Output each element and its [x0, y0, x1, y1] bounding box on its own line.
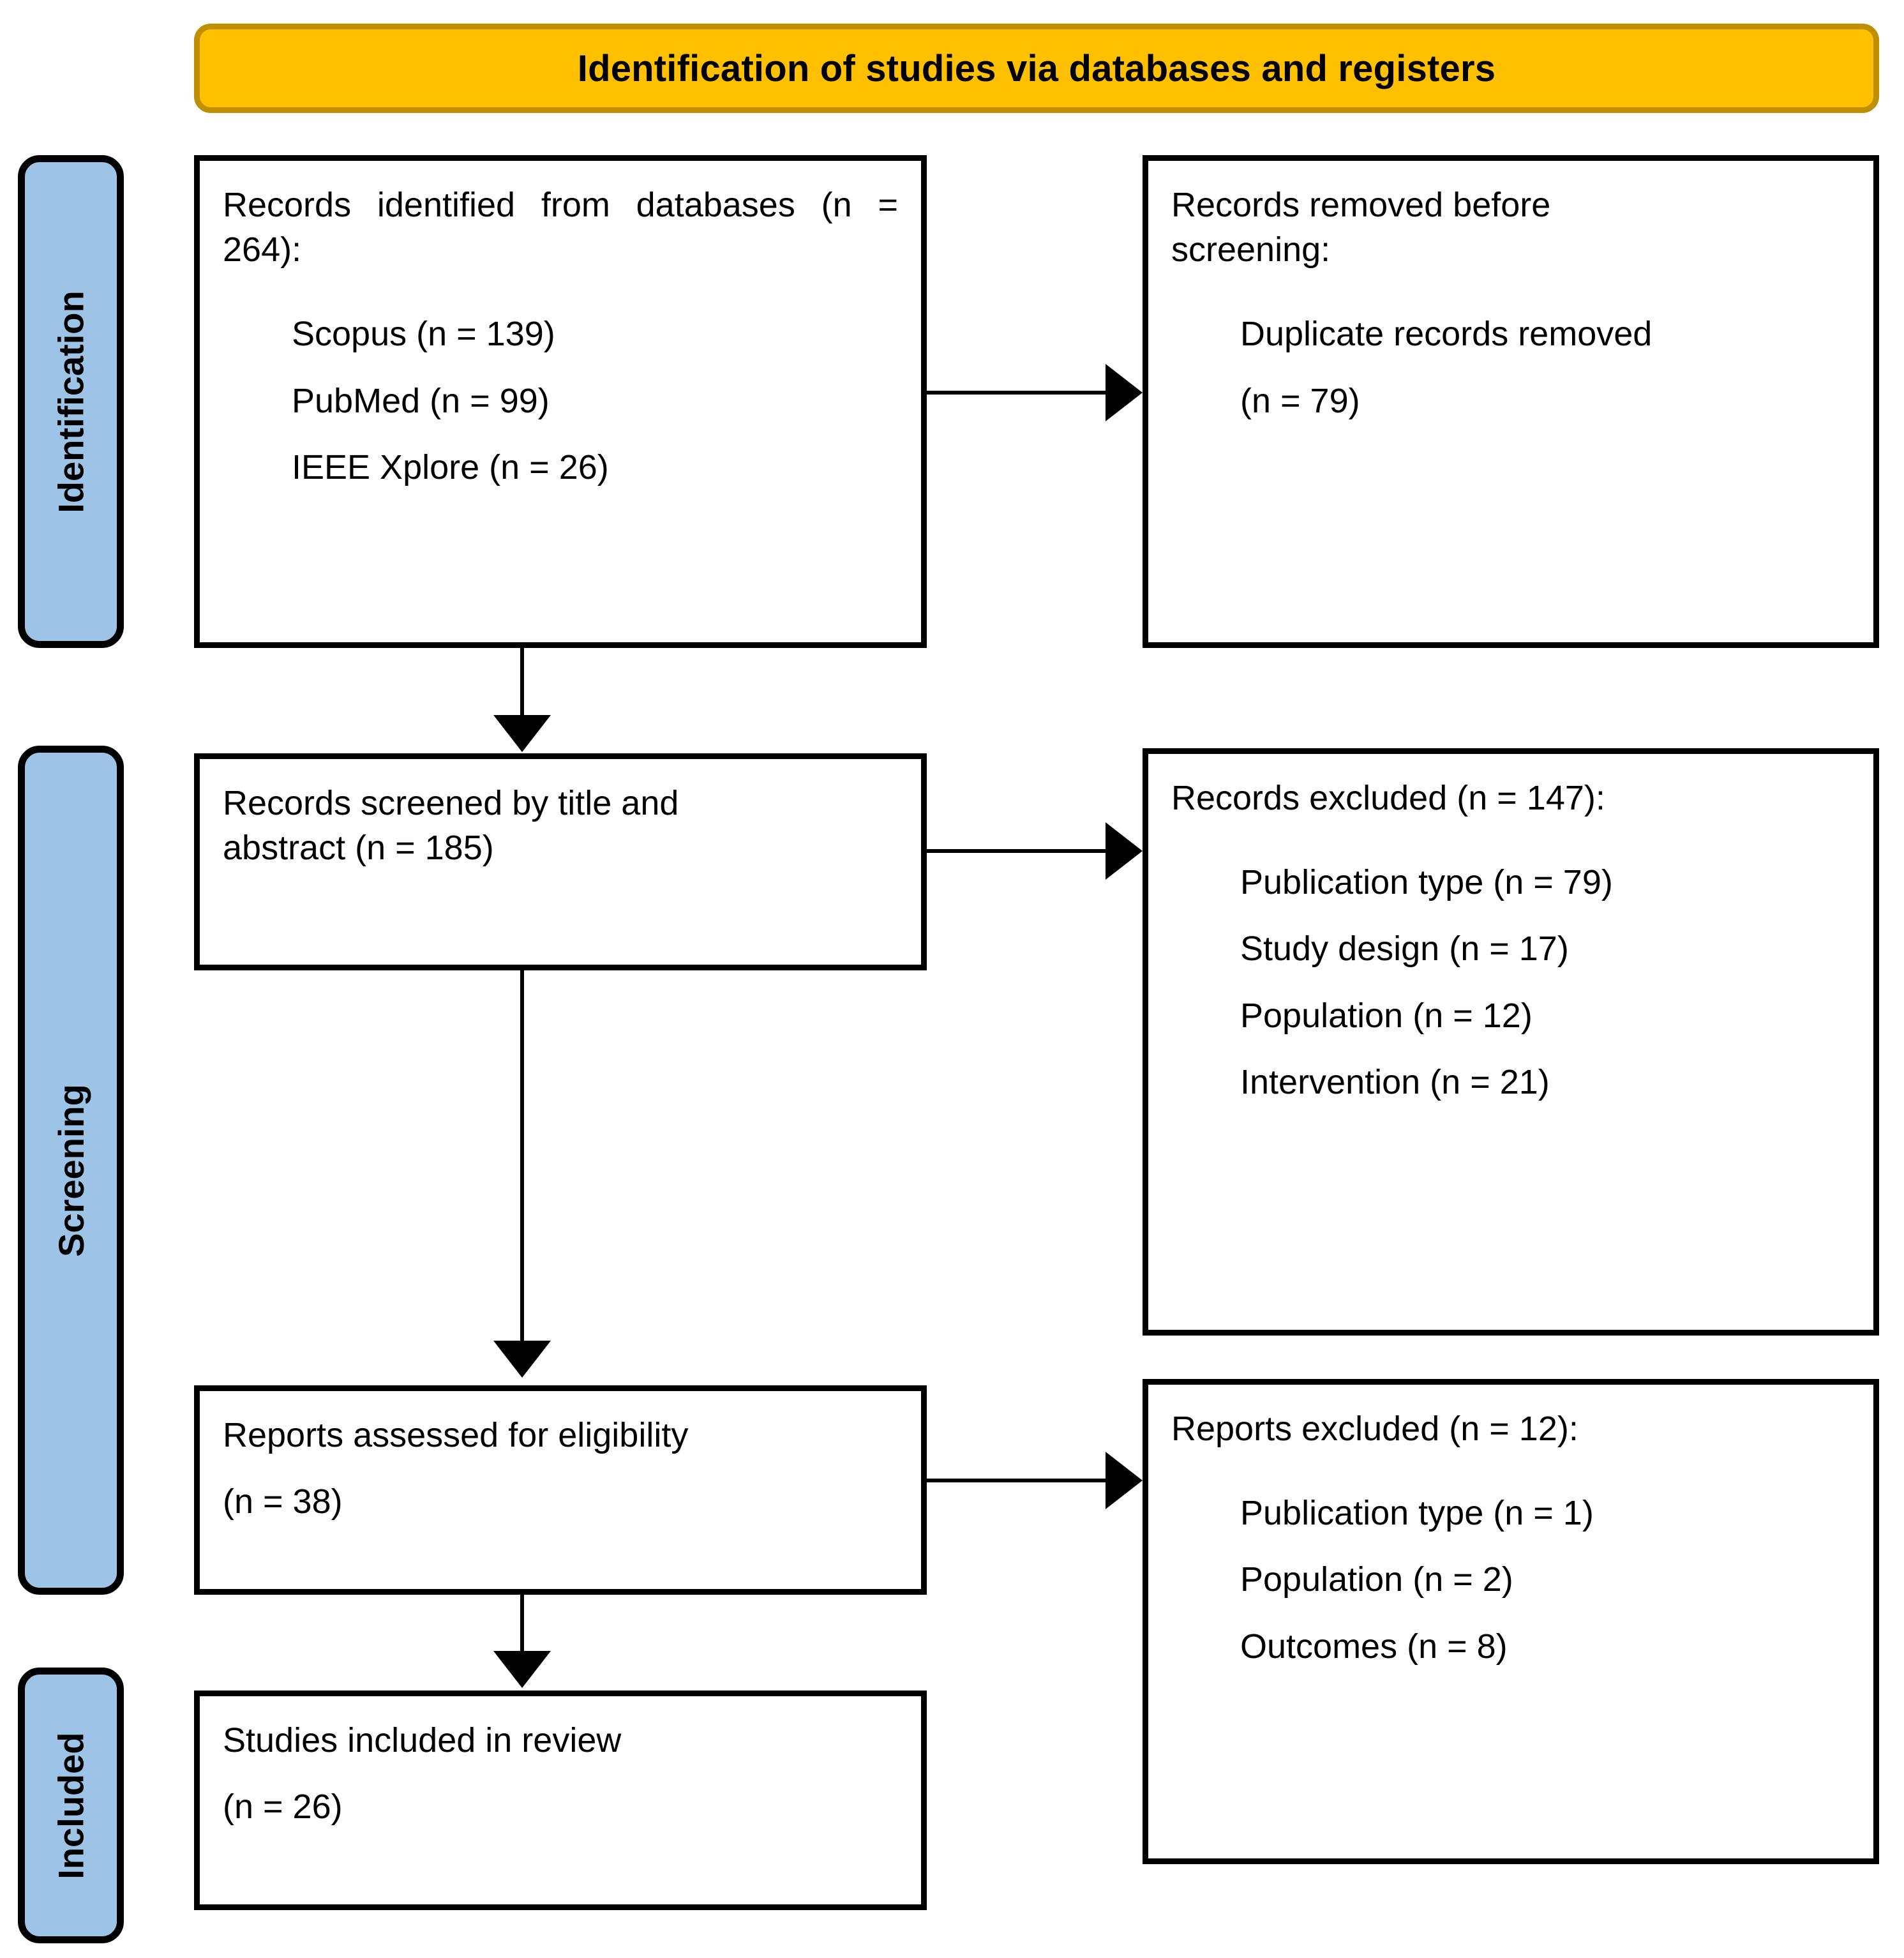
arrow-right-icon-identified-to-removed	[1106, 364, 1143, 421]
records-excluded-heading: Records excluded (n = 147):	[1171, 779, 1605, 817]
reports-excluded-reason-publication-type: Publication type (n = 1)	[1240, 1494, 1594, 1533]
box-reports-assessed: Reports assessed for eligibility (n = 38…	[194, 1385, 927, 1595]
stage-label-screening: Screening	[18, 746, 124, 1595]
box-records-screened: Records screened by title and abstract (…	[194, 753, 927, 970]
records-identified-source-scopus: Scopus (n = 139)	[292, 315, 555, 354]
spacer	[223, 423, 898, 445]
arrow-down-icon-screened-to-assessed	[493, 1341, 551, 1378]
spacer	[1171, 972, 1850, 993]
box-records-excluded: Records excluded (n = 147): Publication …	[1143, 748, 1879, 1336]
spacer	[1171, 1535, 1850, 1557]
connector-screened-to-assessed-line	[520, 970, 524, 1347]
records-removed-duplicates-label: Duplicate records removed	[1240, 315, 1653, 354]
connector-assessed-to-reports-excluded-line	[927, 1479, 1109, 1482]
spacer	[1171, 1451, 1850, 1491]
spacer	[223, 272, 898, 312]
spacer	[223, 1457, 898, 1479]
diagram-title: Identification of studies via databases …	[577, 47, 1496, 89]
records-identified-source-ieee: IEEE Xplore (n = 26)	[292, 448, 609, 486]
records-screened-line1: Records screened by title and	[223, 784, 679, 822]
arrow-right-icon-assessed-to-reports-excluded	[1106, 1452, 1143, 1509]
records-excluded-reason-publication-type: Publication type (n = 79)	[1240, 863, 1613, 902]
records-removed-heading-line2: screening:	[1171, 230, 1331, 269]
spacer	[1171, 905, 1850, 926]
spacer	[1171, 1602, 1850, 1624]
reports-excluded-heading: Reports excluded (n = 12):	[1171, 1410, 1578, 1448]
box-records-identified: Records identified from databases (n = 2…	[194, 155, 927, 648]
studies-included-line1: Studies included in review	[223, 1721, 622, 1759]
stage-label-identification-text: Identification	[50, 290, 91, 513]
records-excluded-reason-study-design: Study design (n = 17)	[1240, 930, 1569, 968]
records-removed-duplicates-count: (n = 79)	[1240, 381, 1360, 420]
box-reports-excluded: Reports excluded (n = 12): Publication t…	[1143, 1379, 1879, 1864]
stage-label-included-text: Included	[50, 1731, 91, 1879]
arrow-right-icon-screened-to-records-excluded	[1106, 822, 1143, 880]
records-removed-heading-line1: Records removed before	[1171, 186, 1551, 224]
records-excluded-reason-intervention: Intervention (n = 21)	[1240, 1062, 1550, 1101]
diagram-header-banner: Identification of studies via databases …	[194, 24, 1879, 113]
connector-screened-to-records-excluded-line	[927, 849, 1109, 853]
records-identified-source-pubmed: PubMed (n = 99)	[292, 381, 550, 420]
reports-assessed-line2: (n = 38)	[223, 1482, 343, 1521]
records-identified-heading: Records identified from databases (n = 2…	[223, 186, 898, 269]
arrow-down-icon-identified-to-screened	[493, 715, 551, 752]
stage-label-identification: Identification	[18, 155, 124, 648]
studies-included-line2: (n = 26)	[223, 1788, 343, 1826]
spacer	[1171, 357, 1850, 379]
box-records-removed: Records removed before screening: Duplic…	[1143, 155, 1879, 648]
records-excluded-reason-population: Population (n = 12)	[1240, 996, 1533, 1035]
spacer	[1171, 1038, 1850, 1060]
reports-excluded-reason-population: Population (n = 2)	[1240, 1560, 1513, 1599]
connector-identified-to-screened-line	[520, 648, 524, 722]
box-studies-included: Studies included in review (n = 26)	[194, 1691, 927, 1910]
records-screened-line2: abstract (n = 185)	[223, 829, 494, 868]
spacer	[223, 357, 898, 379]
reports-excluded-reason-outcomes: Outcomes (n = 8)	[1240, 1627, 1508, 1666]
connector-identified-to-removed-line	[927, 391, 1109, 395]
arrow-down-icon-assessed-to-included	[493, 1651, 551, 1688]
spacer	[223, 1763, 898, 1784]
spacer	[1171, 272, 1850, 312]
reports-assessed-line1: Reports assessed for eligibility	[223, 1416, 689, 1454]
connector-assessed-to-included-line	[520, 1595, 524, 1657]
spacer	[1171, 820, 1850, 860]
stage-label-screening-text: Screening	[50, 1083, 91, 1257]
stage-label-included: Included	[18, 1668, 124, 1943]
